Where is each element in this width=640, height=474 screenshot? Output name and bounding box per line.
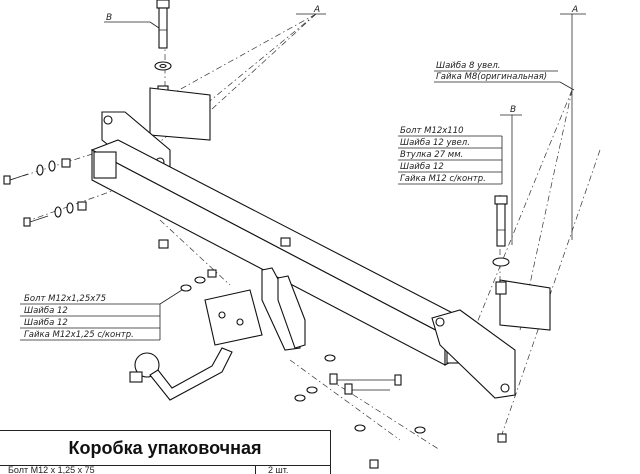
callout-top-right-line-1: Гайка М8(оригинальная) — [436, 72, 547, 82]
ref-b-right: B — [510, 105, 516, 115]
bolts-lower-right — [354, 424, 507, 469]
callout-left-line-0: Болт М12х1,25х75 — [24, 294, 106, 304]
nut-center — [280, 237, 291, 247]
ref-a-right: A — [571, 5, 578, 15]
axis-line-11 — [289, 359, 401, 441]
sleeve-right — [495, 281, 507, 295]
ball-hitch — [129, 347, 233, 401]
callout-left-line-1: Шайба 12 — [24, 306, 68, 316]
bolts-left-upper — [3, 158, 71, 185]
tow-plate — [204, 267, 306, 351]
callout-mid-right-line-2: Втулка 27 мм. — [400, 150, 463, 160]
bolts-lower-center — [294, 354, 402, 402]
callout-top-right-line-0: Шайба 8 увел. — [436, 61, 501, 71]
washer-top-left-hole — [159, 63, 167, 69]
packing-box-table: Коробка упаковочная Болт М12 х 1,25 х 75… — [0, 430, 331, 474]
ref-b-top-left: B — [106, 13, 112, 23]
washer-center-2 — [194, 276, 206, 284]
packing-box-row: Болт М12 х 1,25 х 75 2 шт. — [0, 465, 330, 474]
bolt-top-left — [156, 0, 170, 49]
packing-box-row-item: Болт М12 х 1,25 х 75 — [8, 465, 95, 474]
callout-mid-right-line-3: Шайба 12 — [400, 162, 444, 172]
axis-line-2 — [199, 13, 317, 121]
axis-line-8 — [24, 189, 116, 223]
packing-box-row-separator — [255, 466, 256, 474]
callout-left-line-3: Гайка М12х1,25 с/контр. — [24, 330, 134, 340]
axis-line-4 — [469, 89, 573, 341]
bolt-right — [494, 195, 508, 247]
packing-box-row-qty: 2 шт. — [268, 465, 289, 474]
callout-mid-right-line-1: Шайба 12 увел. — [400, 138, 470, 148]
axis-line-3 — [169, 13, 317, 96]
axis-line-12 — [329, 379, 441, 451]
right-bracket — [431, 279, 551, 399]
callout-left: Болт М12х1,25х75 Шайба 12 Шайба 12 Гайка… — [20, 289, 183, 341]
bolts-left-lower — [23, 201, 87, 227]
callout-top-right: Шайба 8 увел. Гайка М8(оригинальная) — [434, 61, 575, 91]
washer-center-1 — [180, 284, 192, 292]
nut-left — [158, 239, 169, 249]
callout-mid-right-line-0: Болт М12х110 — [400, 126, 464, 136]
ref-a-top: A — [313, 5, 320, 15]
axis-line-13 — [159, 219, 231, 286]
callout-mid-right-line-4: Гайка М12 с/контр. — [400, 174, 486, 184]
callout-mid-right: Болт М12х110 Шайба 12 увел. Втулка 27 мм… — [398, 126, 503, 185]
washer-right — [492, 257, 510, 267]
nut-center-2 — [207, 269, 217, 278]
callout-left-line-2: Шайба 12 — [24, 318, 68, 328]
packing-box-title: Коробка упаковочная — [68, 438, 262, 458]
